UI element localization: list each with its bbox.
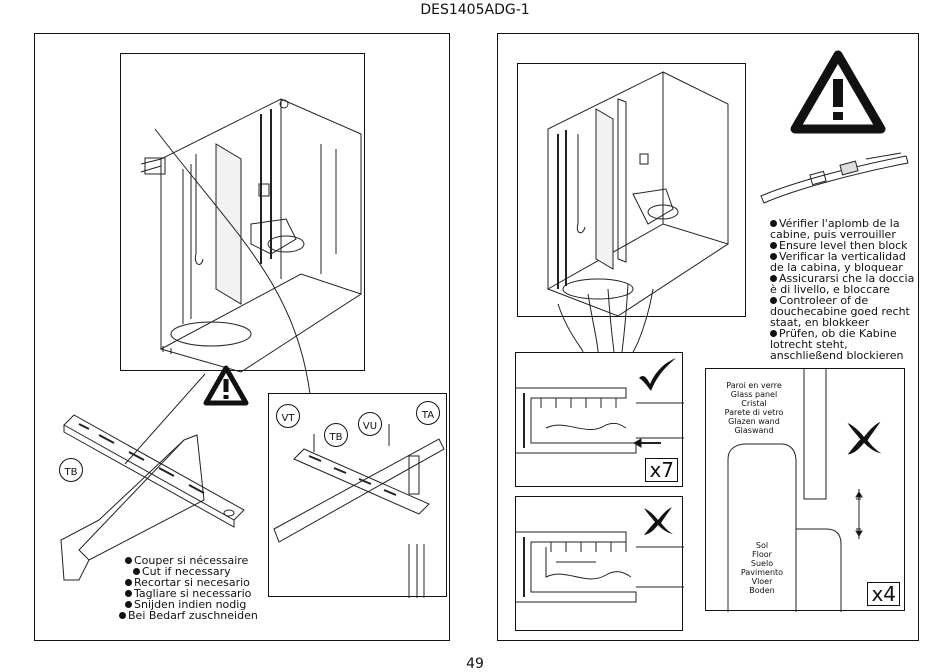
glass-floor-detail: Paroi en verre Glass panel Cristal Paret…	[705, 368, 905, 612]
instruction-line: Ensure level then block	[779, 239, 908, 252]
instruction-line: Vérifier l'aplomb de la	[779, 217, 900, 230]
glass-floor-drawing	[727, 369, 863, 612]
cross-icon	[847, 421, 882, 455]
instruction-en: Cut if necessary	[142, 565, 231, 578]
glass-label: Parete di vetro	[724, 408, 784, 417]
language-bullet-icon	[770, 242, 777, 249]
language-bullet-icon	[119, 612, 126, 619]
tb-label-text: TB	[64, 467, 78, 478]
floor-label: Vloer	[751, 577, 773, 586]
instruction-es: Recortar si necesario	[134, 576, 250, 589]
language-bullet-icon	[770, 275, 777, 282]
incorrect-profile-drawing	[516, 531, 684, 603]
quantity-badge: x7	[645, 458, 678, 482]
instruction-line: Verificar la verticalidad	[779, 250, 906, 263]
glass-label: Glaswand	[734, 426, 774, 435]
cabin-illustration	[120, 53, 365, 373]
instruction-line: Controleer of de	[779, 294, 869, 307]
cut-instructions: Couper si nécessaire Cut if necessary Re…	[119, 554, 258, 622]
cross-icon	[644, 507, 673, 535]
warning-icon	[203, 365, 249, 406]
instruction-line: cabine, puis verrouiller	[770, 228, 896, 241]
glass-panel-labels: Paroi en verre Glass panel Cristal Paret…	[709, 381, 799, 435]
vu-label: VU	[358, 412, 382, 436]
instruction-line: douchecabine goed recht	[770, 305, 910, 318]
cabin-drawing	[140, 98, 363, 373]
glass-label: Paroi en verre	[726, 381, 782, 390]
instruction-line: staat, en blokkeer	[770, 316, 870, 329]
vt-label: VT	[276, 404, 300, 428]
vu-label-text: VU	[362, 421, 378, 432]
tb-label: TB	[59, 458, 83, 482]
rail-fixing-drawing	[273, 424, 445, 598]
vt-label-text: VT	[281, 413, 295, 424]
language-bullet-icon	[770, 253, 777, 260]
spirit-level-illustration	[760, 152, 909, 204]
language-bullet-icon	[770, 220, 777, 227]
instruction-nl: Snijden indien nodig	[134, 598, 247, 611]
cabin-level-drawing	[546, 71, 730, 317]
floor-labels: Sol Floor Suelo Pavimento Vloer Boden	[728, 541, 796, 595]
glass-label: Cristal	[741, 399, 767, 408]
incorrect-fit-detail	[515, 496, 684, 631]
instruction-line: è di livello, e bloccare	[770, 283, 890, 296]
quantity-badge: x4	[867, 582, 900, 606]
checkmark-icon	[639, 358, 676, 391]
correct-fit-detail: x7	[515, 352, 684, 487]
floor-label: Sol	[755, 541, 769, 550]
glass-label: Glazen wand	[728, 417, 780, 426]
right-panel: Vérifier l'aplomb de la cabine, puis ver…	[497, 33, 919, 641]
instruction-line: anschließend blockieren	[770, 349, 904, 362]
tb-detail-label: TB	[324, 423, 348, 447]
cabin-level-illustration	[517, 63, 746, 317]
instruction-fr: Couper si nécessaire	[134, 554, 249, 567]
glass-label: Glass panel	[730, 390, 778, 399]
tb-detail-label-text: TB	[329, 432, 343, 443]
ta-label-text: TA	[421, 410, 435, 421]
document-title: DES1405ADG-1	[420, 2, 530, 18]
floor-label: Floor	[752, 550, 772, 559]
correct-profile-drawing	[516, 387, 684, 454]
screw-detail-box	[268, 393, 447, 598]
instruction-line: Prüfen, ob die Kabine	[779, 327, 897, 340]
floor-label: Suelo	[750, 559, 774, 568]
language-bullet-icon	[133, 568, 140, 575]
language-bullet-icon	[125, 579, 132, 586]
instruction-line: Assicurarsi che la doccia	[779, 272, 915, 285]
language-bullet-icon	[770, 297, 777, 304]
warning-icon	[790, 50, 886, 134]
instruction-it: Tagliare si necessario	[134, 587, 252, 600]
level-instructions: Vérifier l'aplomb de la cabine, puis ver…	[770, 218, 914, 361]
instruction-line: de la cabina, y bloquear	[770, 261, 903, 274]
ta-label: TA	[416, 401, 440, 425]
language-bullet-icon	[125, 601, 132, 608]
language-bullet-icon	[125, 590, 132, 597]
left-panel: TB Couper si nécessaire Cut if necessary…	[34, 33, 450, 641]
floor-label: Pavimento	[740, 568, 784, 577]
floor-label: Boden	[749, 586, 775, 595]
language-bullet-icon	[770, 330, 777, 337]
language-bullet-icon	[125, 557, 132, 564]
instruction-line: lotrecht steht,	[770, 338, 848, 351]
instruction-de: Bei Bedarf zuschneiden	[128, 609, 258, 622]
page-number: 49	[466, 656, 484, 672]
